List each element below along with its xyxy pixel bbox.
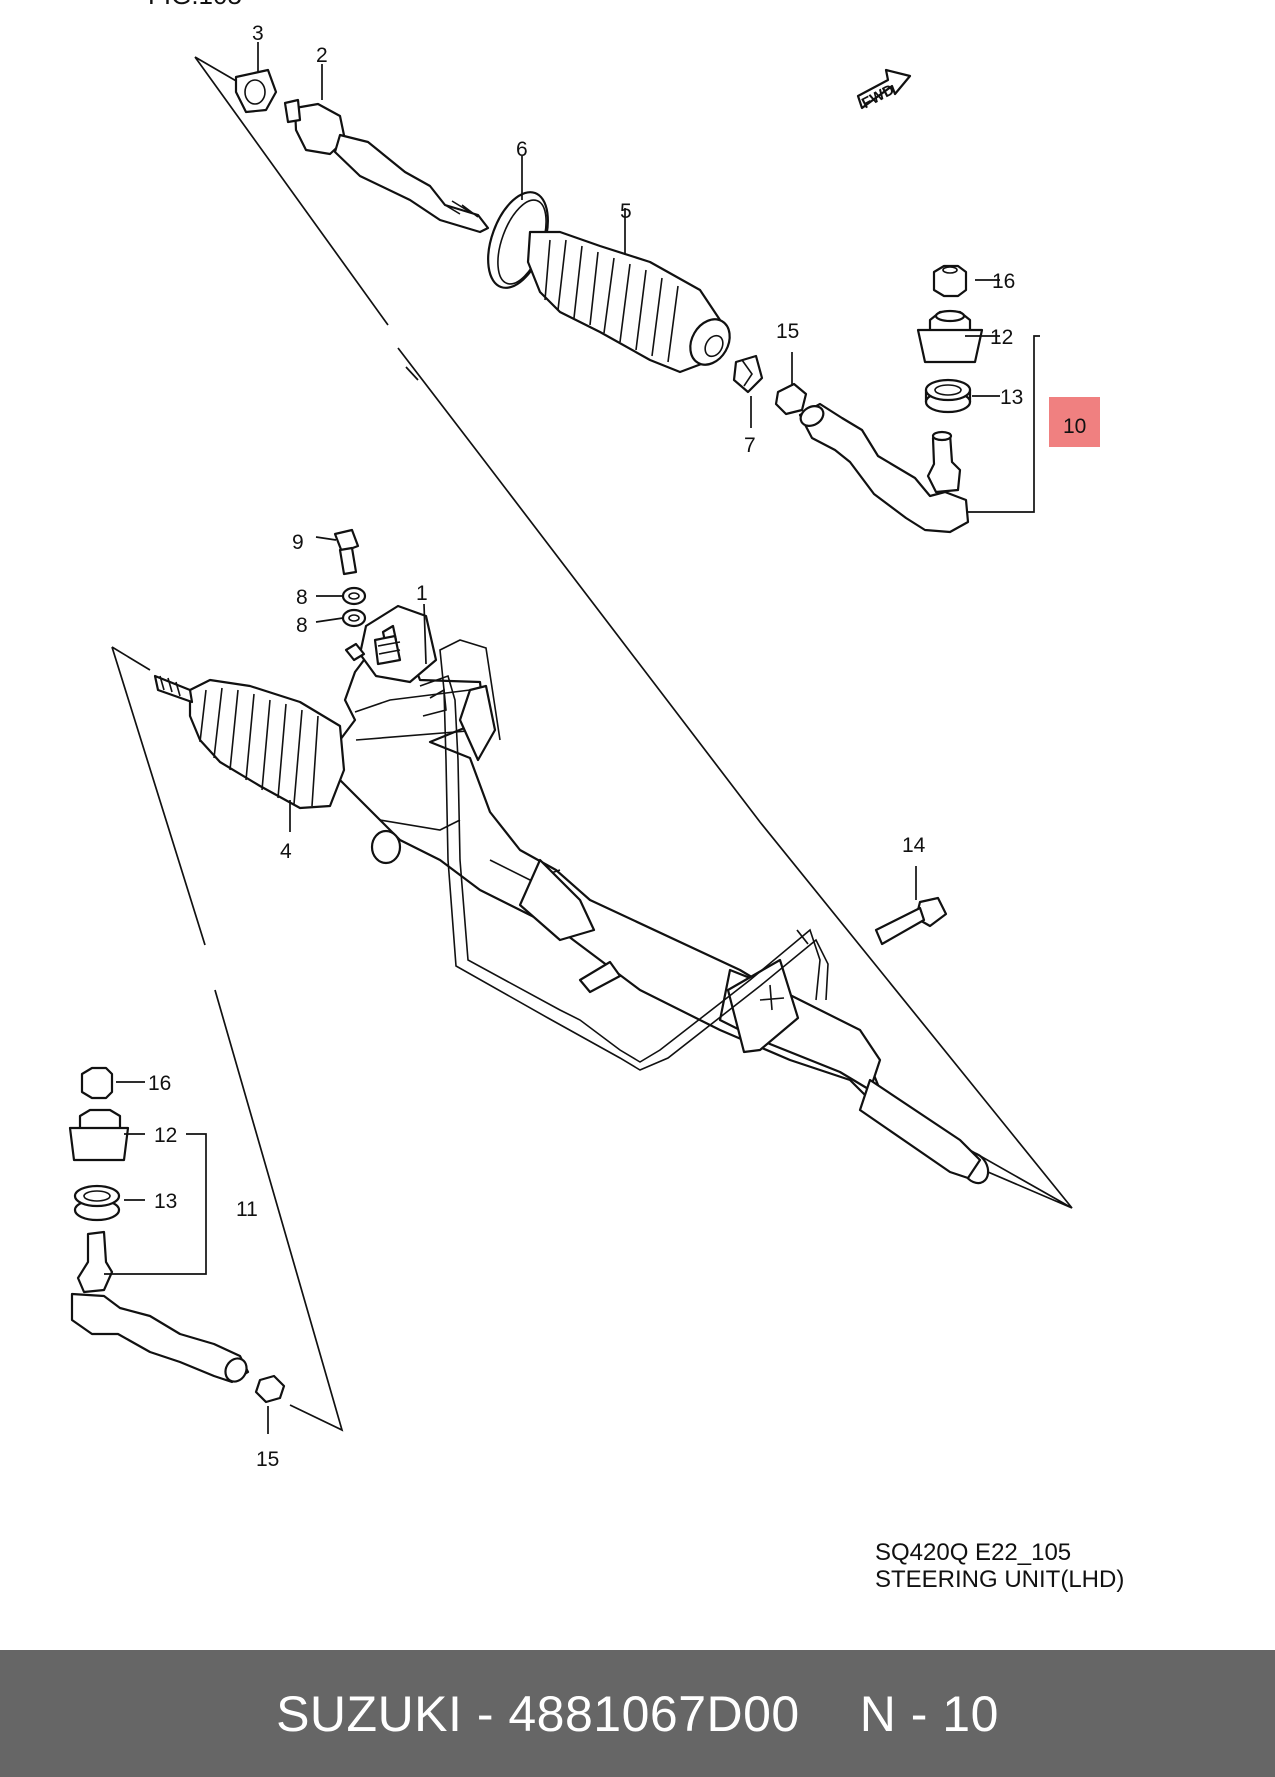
part-10-tie-rod-end (798, 402, 970, 534)
callout-15b: 15 (256, 1448, 279, 1471)
callout-10: 10 (1063, 415, 1086, 438)
callout-13b: 13 (154, 1190, 177, 1213)
figure-label-cutoff: FIG.105 (148, 0, 242, 10)
callout-3: 3 (252, 22, 264, 45)
part-12-dust-boot-lower (68, 1108, 130, 1162)
fwd-direction-arrow: FWD (856, 68, 912, 112)
callout-1: 1 (416, 582, 428, 605)
part-7-clip (732, 354, 764, 394)
part-15-nut-lower (254, 1374, 286, 1404)
callout-7: 7 (744, 434, 756, 457)
callout-4: 4 (280, 840, 292, 863)
callout-numbers: 1 2 3 4 5 6 7 8 8 9 10 11 12 12 13 13 14… (148, 22, 1086, 1471)
callout-8b: 8 (296, 614, 308, 637)
assembly-frame-lines (111, 56, 1073, 1432)
part-1-gear-housing (333, 604, 990, 1185)
callout-leader-lines (104, 42, 1040, 1434)
hydraulic-pipes (419, 639, 829, 1071)
callout-2: 2 (316, 44, 328, 67)
part-16-castle-nut-upper (932, 264, 968, 298)
callout-16a: 16 (992, 270, 1015, 293)
callout-6: 6 (516, 138, 528, 161)
part-11-tie-rod-end (70, 1230, 250, 1384)
diagram-title: STEERING UNIT(LHD) (875, 1566, 1125, 1593)
part-8-washers (341, 586, 367, 628)
callout-15a: 15 (776, 320, 799, 343)
part-12-dust-boot-upper (916, 309, 984, 364)
part-13-seal-upper (924, 378, 972, 414)
part-9-union-bolt (333, 528, 360, 576)
reference-number: N - 10 (859, 1685, 999, 1742)
callout-11: 11 (236, 1198, 258, 1221)
callout-9: 9 (292, 531, 304, 554)
brand-part-number: SUZUKI - 4881067D00 (276, 1685, 800, 1742)
part-15-nut-upper (774, 382, 808, 416)
part-5-rack-boot (526, 230, 731, 374)
part-16-castle-nut-lower (80, 1066, 114, 1100)
callout-16b: 16 (148, 1072, 171, 1095)
callout-5: 5 (620, 200, 632, 223)
part-2-inner-tie-rod (283, 98, 490, 234)
diagram-code: SQ420Q E22_105 (875, 1539, 1072, 1566)
parts-diagram: FIG.105 (68, 0, 1100, 1471)
callout-12a: 12 (990, 326, 1013, 349)
part-3-lock-ring (234, 68, 278, 114)
callout-12b: 12 (154, 1124, 177, 1147)
part-13-seal-lower (73, 1184, 121, 1222)
part-number-footer: SUZUKI - 4881067D00 N - 10 (0, 1650, 1275, 1777)
callout-13a: 13 (1000, 386, 1023, 409)
part-4-rack-boot (153, 674, 346, 810)
callout-8a: 8 (296, 586, 308, 609)
part-10-highlight (1049, 397, 1100, 447)
part-14-bolt (874, 896, 948, 946)
callout-14: 14 (902, 834, 926, 857)
